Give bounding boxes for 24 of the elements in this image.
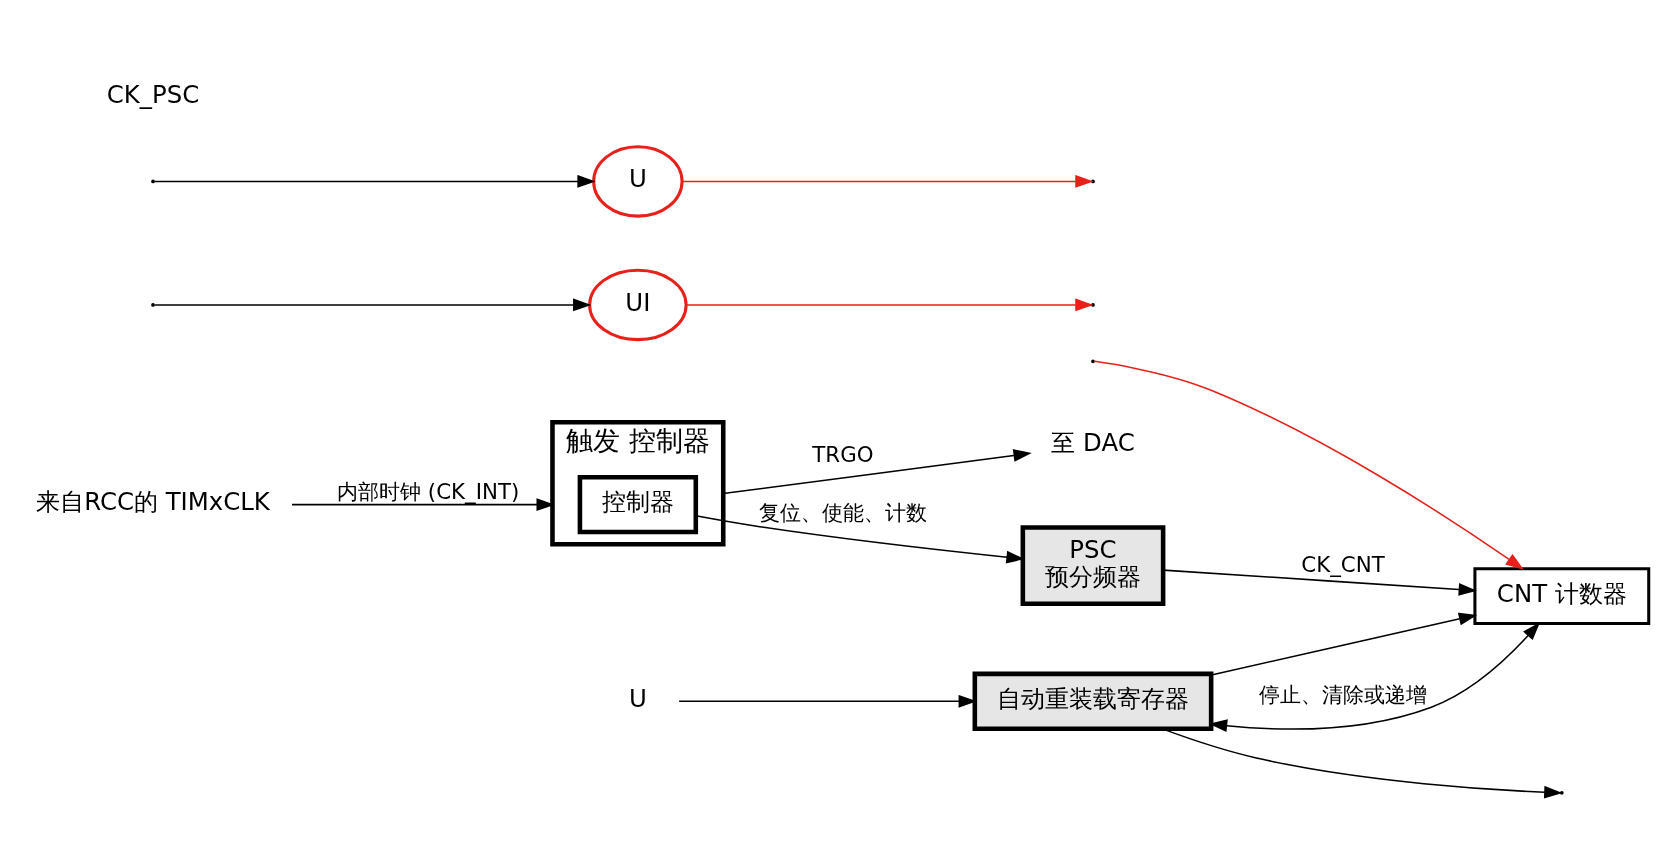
arrow [153, 298, 592, 312]
node-box: 自动重装载寄存器 [972, 671, 1214, 732]
node-ellipse: U [592, 145, 684, 218]
arrow [685, 298, 1094, 312]
edge-label: CK_CNT [1301, 552, 1385, 578]
node-box: 控制器 [577, 474, 699, 535]
edge-label: 停止、清除或递增 [1259, 681, 1428, 707]
arrow [1210, 612, 1478, 676]
label: CK_PSC [106, 80, 200, 110]
node-box: CNT 计数器 [1473, 567, 1651, 626]
node-text: 至 DAC [1051, 427, 1135, 457]
edge-label: 内部时钟 (CK_INT) [337, 478, 520, 504]
node-box: PSC 预分频器 [1020, 525, 1166, 607]
arrow [291, 498, 555, 512]
node-text: 来自RCC的 TIMxCLK [36, 487, 270, 517]
arrow [1162, 569, 1477, 596]
edge-label: TRGO [812, 442, 874, 468]
arrow [681, 175, 1094, 188]
node-text: U [628, 684, 647, 714]
arrow [722, 449, 1032, 495]
node-ellipse: UI [588, 268, 688, 342]
arrow [1093, 360, 1524, 570]
edge-label: 复位、使能、计数 [758, 500, 927, 526]
arrow [153, 175, 596, 188]
